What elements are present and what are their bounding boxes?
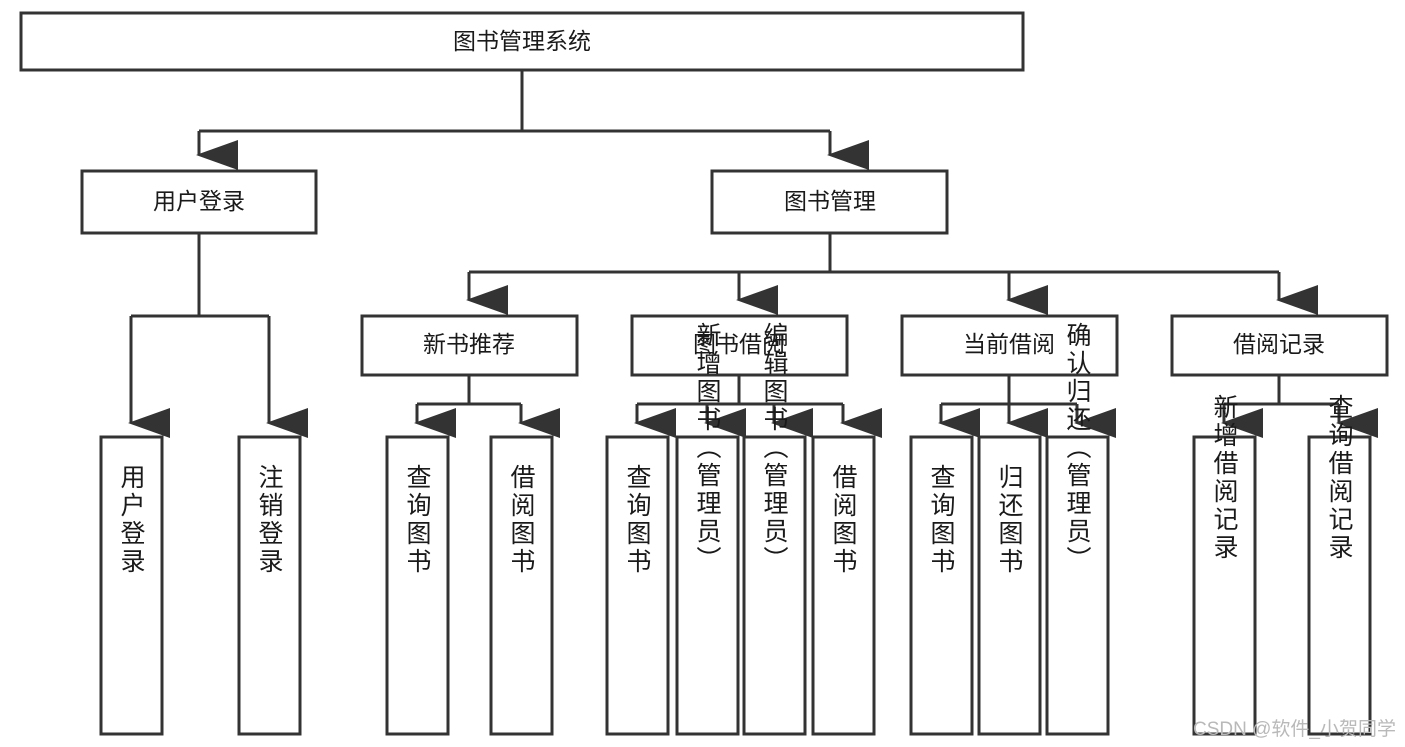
leaf-confirm-return-label: 确认归还（管理员） [1063,322,1092,574]
connector-root-to-level1 [196,70,869,170]
leaf-borrow-book-1-label: 借阅图书 [507,464,536,576]
node-root-label: 图书管理系统 [453,28,591,54]
leaf-add-book-label: 新增图书（管理员） [693,322,722,574]
leaf-borrow-book-2-box[interactable] [811,435,876,736]
leaf-edit-book-label: 编辑图书（管理员） [760,322,789,574]
connector-current-borrow-to-leaves [938,375,1116,438]
node-book-borrow-label: 图书借阅 [693,331,785,357]
leaf-user-login-box[interactable] [99,435,164,736]
node-user-login[interactable]: 用户登录 [80,169,318,235]
leaf-query-book-2[interactable]: 查询图书 [605,435,670,736]
leaf-user-logout[interactable]: 注销登录 [237,435,302,736]
connector-book-manage-to-level2 [466,233,1318,315]
leaf-borrow-book-1[interactable]: 借阅图书 [489,435,554,736]
leaf-query-book-3[interactable]: 查询图书 [909,435,974,736]
leaf-return-book-label: 归还图书 [995,464,1024,576]
node-borrow-record-box[interactable] [1170,314,1389,377]
csdn-watermark: CSDN @软件_小贺同学 [1193,718,1396,740]
node-new-book-recommend-label: 新书推荐 [423,331,515,357]
node-borrow-record-label: 借阅记录 [1233,331,1325,357]
leaf-edit-book-box[interactable] [742,435,807,736]
leaf-add-record-box[interactable] [1192,435,1257,736]
leaf-query-record-box[interactable] [1307,435,1372,736]
leaf-add-book[interactable]: 新增图书（管理员） [675,322,740,736]
leaf-borrow-book-2[interactable]: 借阅图书 [811,435,876,736]
leaf-confirm-return[interactable]: 确认归还（管理员） [1045,322,1110,736]
leaf-user-logout-box[interactable] [237,435,302,736]
node-root[interactable]: 图书管理系统 [19,11,1025,72]
leaf-query-book-2-label: 查询图书 [623,464,652,576]
leaf-user-login[interactable]: 用户登录 [99,435,164,736]
connector-user-login-to-leaves [128,233,308,438]
leaf-add-book-box[interactable] [675,435,740,736]
leaf-confirm-return-box[interactable] [1045,435,1110,736]
connector-new-book-recommend-to-leaves [414,375,560,438]
node-current-borrow-label: 当前借阅 [963,331,1055,357]
leaf-query-book-3-box[interactable] [909,435,974,736]
connector-borrow-record-to-leaves [1221,375,1378,438]
leaf-query-book-1[interactable]: 查询图书 [385,435,450,736]
node-user-login-box[interactable] [80,169,318,235]
node-new-book-recommend-box[interactable] [360,314,579,377]
leaf-query-book-1-label: 查询图书 [403,464,432,576]
leaf-query-record-label: 查询借阅记录 [1325,394,1354,562]
leaf-query-book-1-box[interactable] [385,435,450,736]
leaf-query-book-2-box[interactable] [605,435,670,736]
node-root-box[interactable] [19,11,1025,72]
node-user-login-label: 用户登录 [153,188,245,214]
node-borrow-record[interactable]: 借阅记录 [1170,314,1389,377]
leaf-borrow-book-1-box[interactable] [489,435,554,736]
node-book-borrow[interactable]: 图书借阅 [630,314,849,377]
node-book-manage[interactable]: 图书管理 [710,169,949,235]
node-new-book-recommend[interactable]: 新书推荐 [360,314,579,377]
leaf-add-record-label: 新增借阅记录 [1210,394,1239,562]
leaf-return-book-box[interactable] [977,435,1042,736]
leaf-query-record[interactable]: 查询借阅记录 [1307,394,1372,736]
leaf-edit-book[interactable]: 编辑图书（管理员） [742,322,807,736]
node-book-manage-label: 图书管理 [784,188,876,214]
leaf-borrow-book-2-label: 借阅图书 [829,464,858,576]
leaf-return-book[interactable]: 归还图书 [977,435,1042,736]
leaf-user-login-label: 用户登录 [117,464,146,576]
leaf-add-record[interactable]: 新增借阅记录 [1192,394,1257,736]
connector-book-borrow-to-leaves [634,375,882,438]
leaf-user-logout-label: 注销登录 [255,464,284,576]
leaf-query-book-3-label: 查询图书 [927,464,956,576]
